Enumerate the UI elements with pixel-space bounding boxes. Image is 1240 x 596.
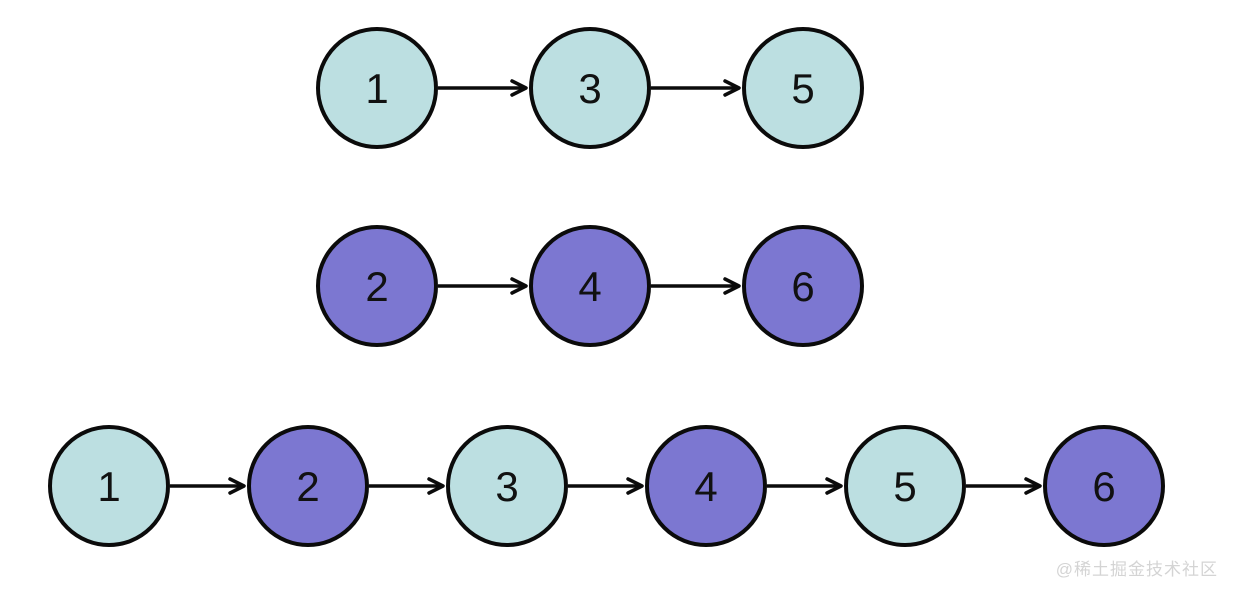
- watermark: @稀土掘金技术社区: [1055, 560, 1218, 579]
- node-value: 4: [694, 463, 717, 510]
- node-circle: [529, 225, 651, 347]
- node-value: 3: [495, 463, 518, 510]
- node-value: 6: [1092, 463, 1115, 510]
- node-value: 5: [893, 463, 916, 510]
- node-value: 4: [578, 263, 601, 310]
- node-circle: [48, 425, 170, 547]
- node-circle: [742, 27, 864, 149]
- node-circle: [446, 425, 568, 547]
- node-value: 2: [365, 263, 388, 310]
- node-circle: [1043, 425, 1165, 547]
- node-value: 3: [578, 65, 601, 112]
- linked-list-row-middle: 2 4 6: [316, 225, 864, 347]
- node-value: 2: [296, 463, 319, 510]
- node-value: 6: [791, 263, 814, 310]
- node-circle: [844, 425, 966, 547]
- node-circle: [316, 225, 438, 347]
- node-value: 1: [97, 463, 120, 510]
- node-value: 1: [365, 65, 388, 112]
- linked-list-row-top: 1 3 5: [316, 27, 864, 149]
- node-circle: [742, 225, 864, 347]
- node-circle: [247, 425, 369, 547]
- node-circle: [316, 27, 438, 149]
- node-circle: [529, 27, 651, 149]
- node-circle: [645, 425, 767, 547]
- node-value: 5: [791, 65, 814, 112]
- linked-list-row-merged: 1 2 3 4 5 6: [48, 425, 1165, 547]
